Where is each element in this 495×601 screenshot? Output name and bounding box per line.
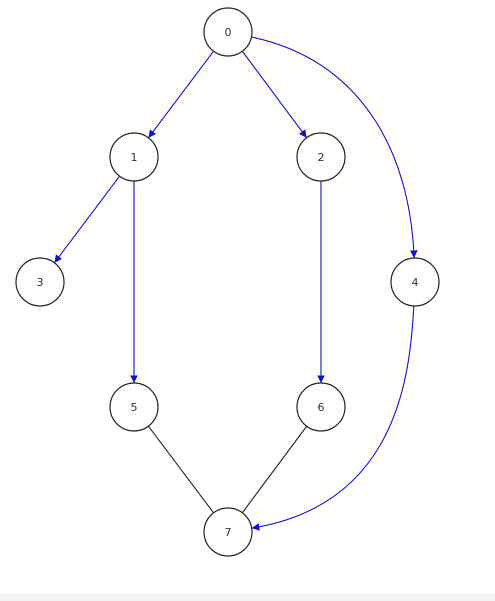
node-4: 4 <box>390 257 440 307</box>
node-circle-5 <box>109 382 159 432</box>
node-circle-6 <box>296 382 346 432</box>
node-5: 5 <box>109 382 159 432</box>
node-1: 1 <box>109 132 159 182</box>
edge-0-4 <box>251 36 418 259</box>
bottom-band <box>0 593 495 601</box>
node-circle-1 <box>109 132 159 182</box>
node-label-2: 2 <box>318 151 325 164</box>
edges-layer <box>53 36 418 531</box>
node-circle-0 <box>203 7 253 57</box>
node-label-1: 1 <box>131 151 138 164</box>
node-label-3: 3 <box>37 276 44 289</box>
node-circle-4 <box>390 257 440 307</box>
node-0: 0 <box>203 7 253 57</box>
edge-6-7 <box>241 425 308 514</box>
node-circle-7 <box>203 507 253 557</box>
node-circle-2 <box>296 132 346 182</box>
edge-0-1 <box>147 50 215 139</box>
node-label-7: 7 <box>225 526 232 539</box>
node-6: 6 <box>296 382 346 432</box>
edge-4-7 <box>251 305 415 531</box>
node-label-4: 4 <box>412 276 419 289</box>
edge-5-7 <box>147 425 215 514</box>
node-circle-3 <box>15 257 65 307</box>
node-label-0: 0 <box>225 26 232 39</box>
edge-0-2 <box>241 50 308 139</box>
node-label-6: 6 <box>318 401 325 414</box>
edge-1-3 <box>53 175 121 264</box>
node-7: 7 <box>203 507 253 557</box>
node-3: 3 <box>15 257 65 307</box>
node-2: 2 <box>296 132 346 182</box>
node-label-5: 5 <box>131 401 138 414</box>
nodes-layer: 0 1 2 3 4 5 6 7 <box>15 7 440 557</box>
